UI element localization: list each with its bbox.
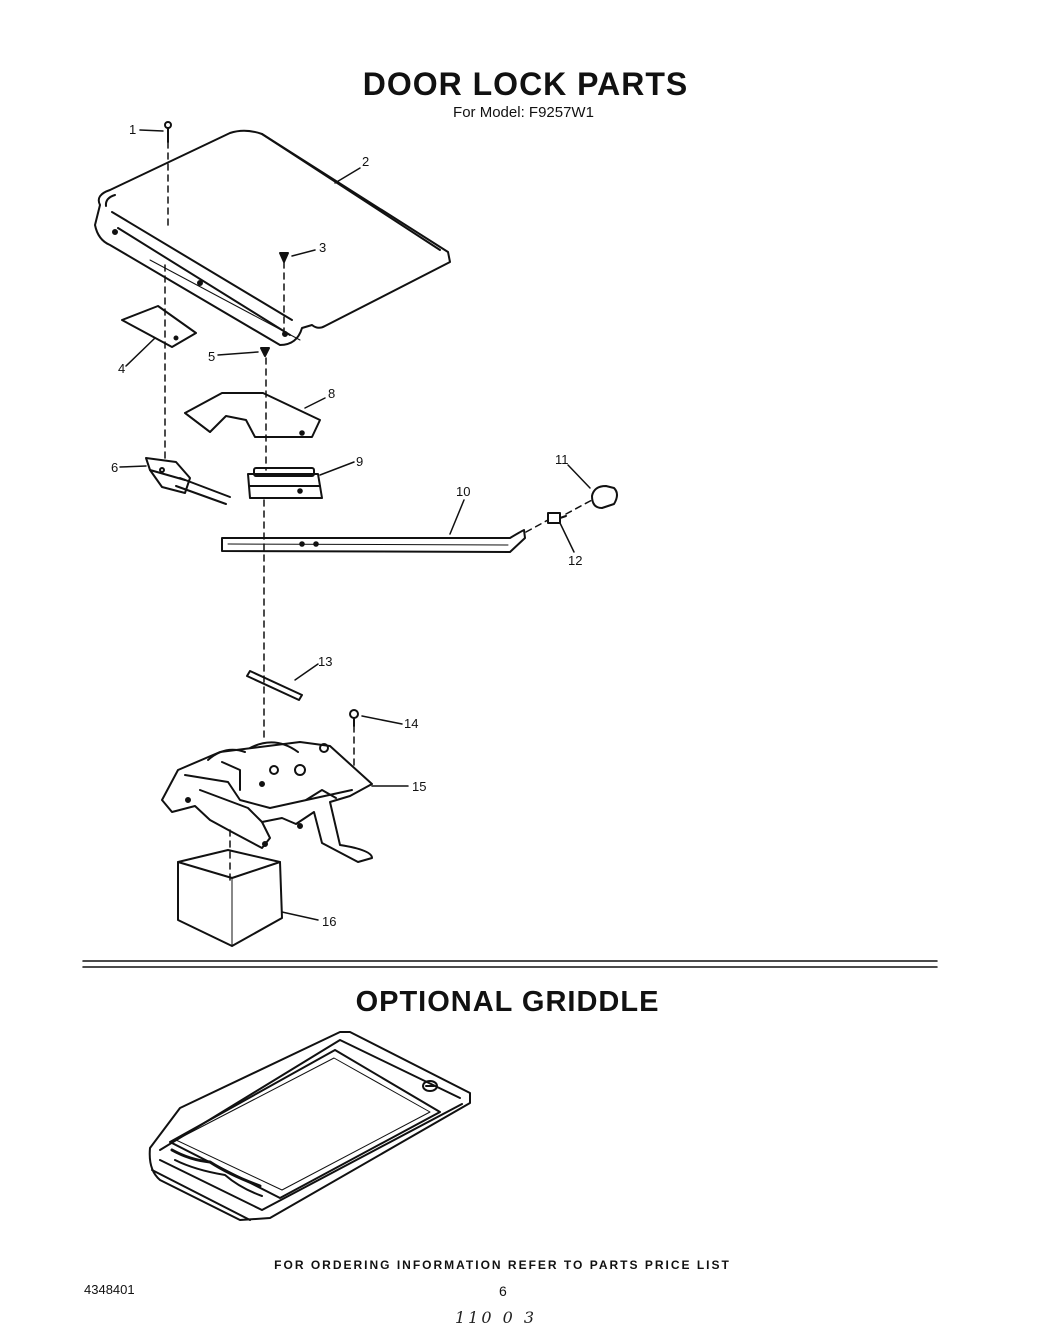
part-9-block (247, 467, 323, 499)
griddle-illustration (148, 1031, 471, 1221)
callout-6: 6 (111, 460, 118, 475)
griddle-section-title: OPTIONAL GRIDDLE (355, 986, 660, 1018)
part-1-screw (164, 121, 172, 143)
section-divider (82, 960, 938, 968)
page-number: 6 (499, 1283, 507, 1299)
assembly-lines (164, 141, 593, 881)
part-14-screw (349, 709, 359, 727)
part-15-lock-assembly (161, 741, 373, 863)
callout-2: 2 (362, 154, 369, 169)
callout-16: 16 (322, 914, 336, 929)
part-10-latch-rod (221, 529, 526, 553)
callout-15: 15 (412, 779, 426, 794)
model-subtitle: For Model: F9257W1 (453, 104, 594, 121)
callout-11: 11 (555, 452, 569, 467)
callout-labels: 1 2 3 4 5 6 8 9 10 11 12 13 14 15 16 (111, 122, 582, 929)
leader-lines (119, 129, 591, 921)
part-11-knob (591, 485, 618, 509)
callout-4: 4 (118, 361, 125, 376)
callout-5: 5 (208, 349, 215, 364)
callout-9: 9 (356, 454, 363, 469)
callout-14: 14 (404, 716, 418, 731)
callout-8: 8 (328, 386, 335, 401)
part-3-screw (279, 252, 289, 263)
document-number: 4348401 (84, 1282, 135, 1297)
part-12-connector (547, 512, 567, 524)
callout-12: 12 (568, 553, 582, 568)
page-title: DOOR LOCK PARTS (362, 66, 689, 102)
part-16-box (177, 849, 283, 947)
callout-1: 1 (129, 122, 136, 137)
part-6-switch (145, 457, 231, 505)
ordering-note: FOR ORDERING INFORMATION REFER TO PARTS … (274, 1258, 731, 1272)
part-4-plate (121, 305, 197, 348)
part-2-cover-panel (94, 129, 451, 346)
part-13-pin (246, 670, 303, 701)
handwritten-mark: 110 0 3 (455, 1308, 538, 1327)
callout-13: 13 (318, 654, 332, 669)
part-8-bracket (184, 392, 321, 438)
callout-3: 3 (319, 240, 326, 255)
callout-10: 10 (456, 484, 470, 499)
part-5-screw (260, 347, 270, 357)
